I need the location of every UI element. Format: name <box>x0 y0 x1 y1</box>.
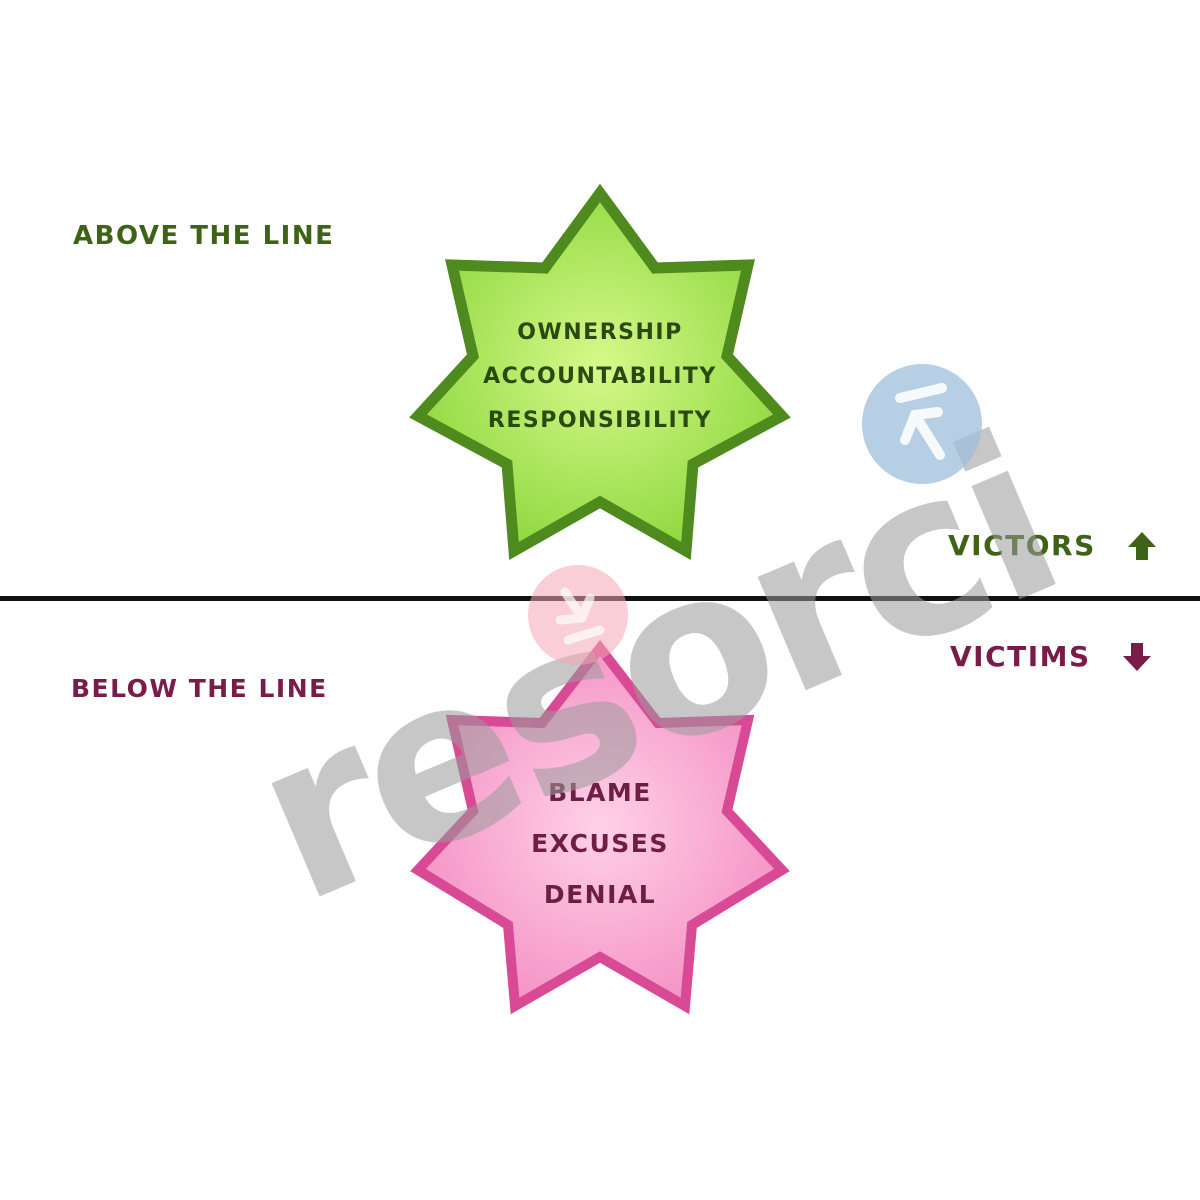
word-denial: DENIAL <box>543 880 657 909</box>
victors-text: VICTORS <box>948 529 1096 562</box>
word-ownership: OWNERSHIP <box>517 320 683 345</box>
above-words: OWNERSHIP ACCOUNTABILITY RESPONSIBILITY <box>450 311 750 443</box>
below-the-line-label: BELOW THE LINE <box>71 674 328 703</box>
arrow-up-icon <box>1127 531 1156 560</box>
word-accountability: ACCOUNTABILITY <box>483 364 717 389</box>
word-responsibility: RESPONSIBILITY <box>487 408 713 433</box>
word-blame: BLAME <box>548 778 652 807</box>
word-excuses: EXCUSES <box>531 829 669 858</box>
arrow-down-icon <box>1122 642 1151 671</box>
victims-label: VICTIMS <box>950 640 1153 673</box>
pink-star-shape <box>410 639 790 1015</box>
victims-text: VICTIMS <box>950 640 1091 673</box>
victors-label: VICTORS <box>948 529 1158 562</box>
above-the-line-label: ABOVE THE LINE <box>73 221 335 251</box>
below-words: BLAME EXCUSES DENIAL <box>450 767 750 920</box>
green-star-shape <box>409 183 791 561</box>
